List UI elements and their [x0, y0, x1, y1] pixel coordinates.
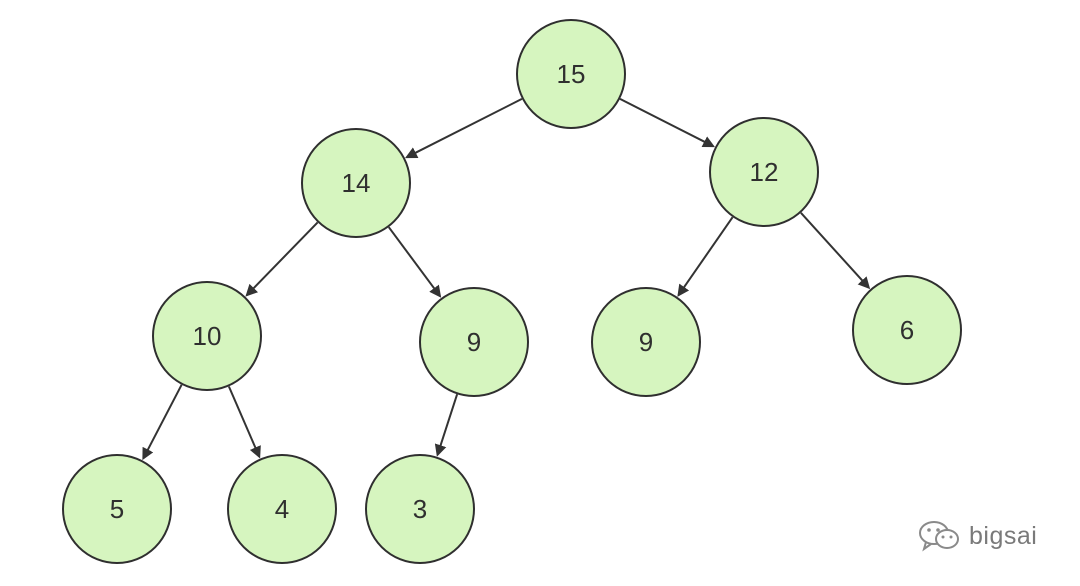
node-circle	[227, 454, 337, 564]
edge-arrow-n12-n9b	[677, 216, 734, 297]
wechat-icon	[919, 521, 959, 552]
edge-arrow-n12-n6	[800, 212, 871, 290]
tree-node-n9a: 9	[419, 287, 529, 397]
node-circle	[709, 117, 819, 227]
tree-node-n5: 5	[62, 454, 172, 564]
node-label: 6	[900, 315, 914, 345]
node-label: 3	[413, 494, 427, 524]
node-label: 9	[467, 327, 481, 357]
edge-arrow-n14-n10	[245, 221, 319, 297]
node-circle	[301, 128, 411, 238]
node-circle	[591, 287, 701, 397]
watermark-text: bigsai	[969, 521, 1038, 550]
tree-node-n15: 15	[516, 19, 626, 129]
tree-node-n14: 14	[301, 128, 411, 238]
node-label: 5	[110, 494, 124, 524]
watermark: bigsai	[917, 519, 1037, 553]
edge-arrow-n15-n12	[619, 98, 715, 148]
edge-arrow-n14-n9a	[387, 226, 442, 298]
edge-arrow-n15-n14	[405, 98, 523, 159]
nodes-layer: 15 14 12 10 9 9 6 5 4 3	[62, 19, 962, 564]
node-circle	[62, 454, 172, 564]
node-label: 10	[193, 321, 222, 351]
tree-node-n9b: 9	[591, 287, 701, 397]
edges-layer	[142, 98, 871, 461]
edge-arrow-n9a-n3	[434, 393, 459, 457]
node-circle	[516, 19, 626, 129]
node-circle	[152, 281, 262, 391]
tree-node-n6: 6	[852, 275, 962, 385]
node-circle	[419, 287, 529, 397]
node-label: 15	[557, 59, 586, 89]
node-label: 14	[342, 168, 371, 198]
edge-arrow-n10-n5	[142, 384, 183, 461]
node-circle	[365, 454, 475, 564]
tree-node-n4: 4	[227, 454, 337, 564]
tree-node-n10: 10	[152, 281, 262, 391]
node-circle	[852, 275, 962, 385]
edge-arrow-n10-n4	[227, 386, 261, 459]
node-label: 4	[275, 494, 289, 524]
node-label: 9	[639, 327, 653, 357]
node-label: 12	[750, 157, 779, 187]
tree-node-n3: 3	[365, 454, 475, 564]
tree-node-n12: 12	[709, 117, 819, 227]
